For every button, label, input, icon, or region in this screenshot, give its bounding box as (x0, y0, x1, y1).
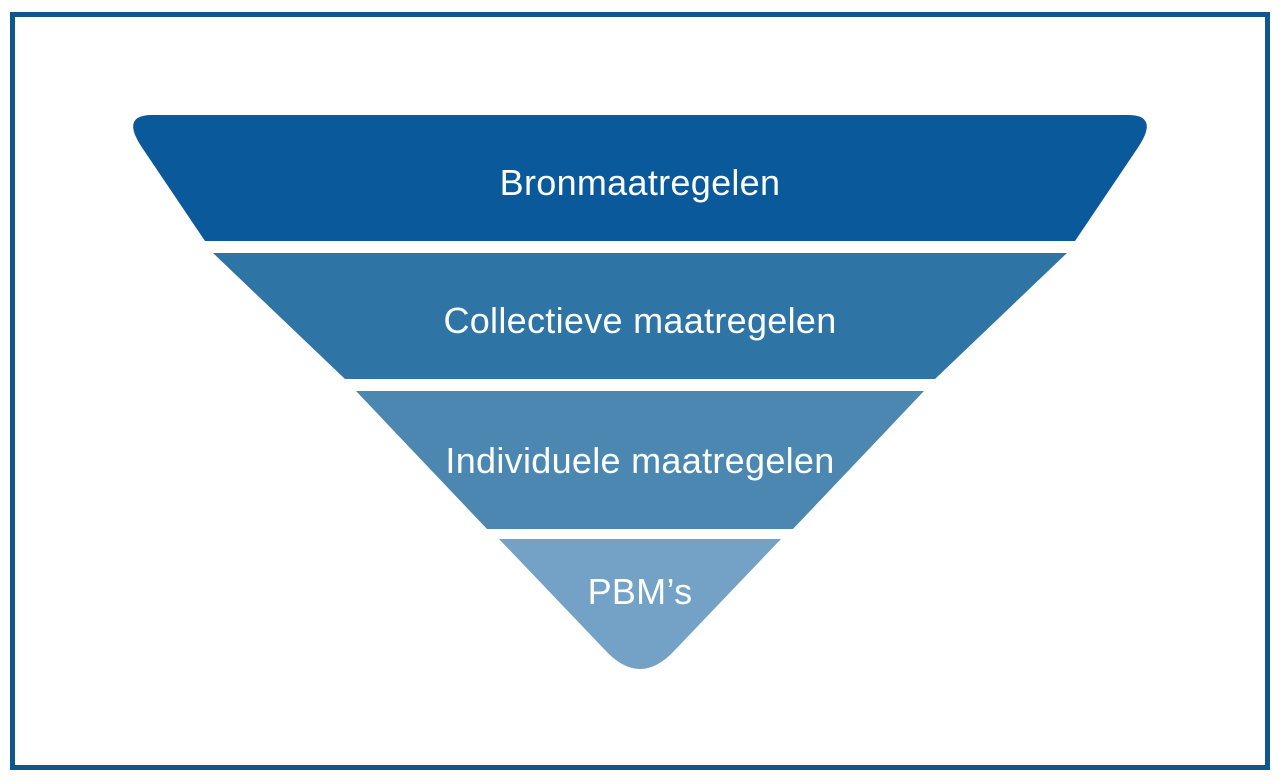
funnel-level-collectieve-maatregelen: Collectieve maatregelen (213, 253, 1067, 379)
funnel-level-collectieve-maatregelen-label: Collectieve maatregelen (443, 300, 836, 341)
funnel-level-individuele-maatregelen-shape (356, 391, 924, 529)
funnel-level-bronmaatregelen-label: Bronmaatregelen (500, 162, 781, 203)
funnel-level-pbms-label: PBM’s (588, 571, 693, 612)
funnel-level-individuele-maatregelen-label: Individuele maatregelen (445, 440, 834, 481)
funnel-level-bronmaatregelen: Bronmaatregelen (133, 115, 1147, 241)
funnel-level-individuele-maatregelen: Individuele maatregelen (356, 391, 924, 529)
funnel-level-collectieve-maatregelen-shape (213, 253, 1067, 379)
funnel-level-pbms: PBM’s (499, 539, 781, 669)
page-frame-border (10, 12, 1270, 770)
funnel-level-pbms-shape (499, 539, 781, 669)
funnel-level-bronmaatregelen-shape (133, 115, 1147, 241)
